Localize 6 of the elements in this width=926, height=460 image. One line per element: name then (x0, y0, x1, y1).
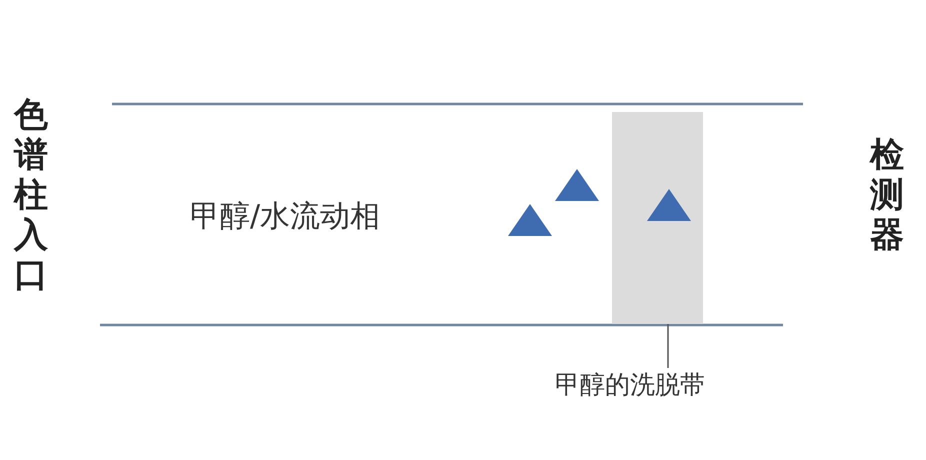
vertical-label: 检测器 (870, 135, 905, 255)
phase-label: 甲醇/水流动相 (190, 198, 380, 236)
elution-band (612, 112, 703, 324)
band-label: 甲醇的洗脱带 (555, 368, 775, 401)
vertical-label: 色谱柱入口 (14, 95, 49, 295)
leader-line (667, 324, 669, 368)
